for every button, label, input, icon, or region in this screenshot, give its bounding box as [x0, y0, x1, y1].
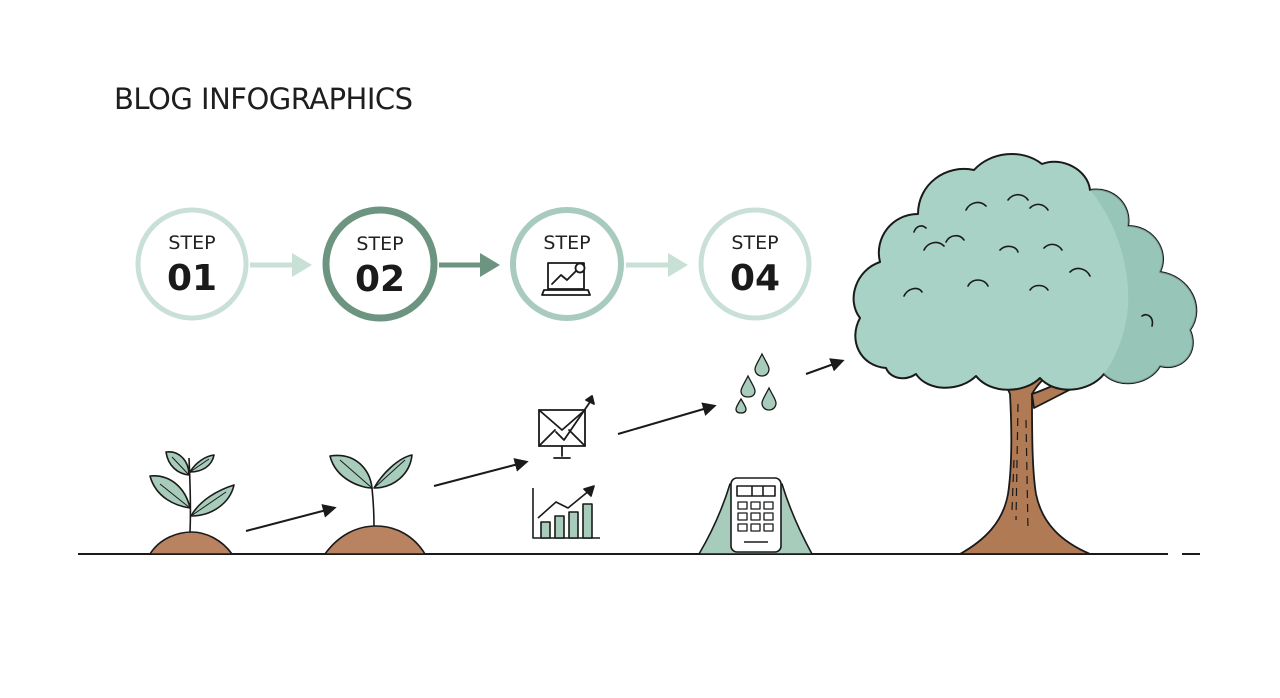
step-4-label: STEP — [731, 232, 778, 254]
step-2: STEP 02 — [322, 206, 438, 322]
tree-foliage-curls — [903, 193, 1154, 327]
connector-arrow-2 — [439, 253, 500, 277]
step-2-label: STEP — [356, 233, 403, 255]
connector-arrow-1 — [250, 253, 312, 277]
step-3-label: STEP — [543, 232, 590, 254]
seedling-icon — [149, 451, 235, 555]
step-1-ring — [135, 207, 249, 321]
step-1-number: 01 — [167, 258, 217, 299]
step-1-label: STEP — [168, 232, 215, 254]
step-3-ring — [510, 207, 624, 321]
calculator-device-icon — [698, 477, 813, 555]
step-2-ring — [322, 206, 438, 322]
step-4-number: 04 — [730, 258, 780, 299]
tree-icon — [852, 153, 1198, 555]
water-drops-icon — [735, 352, 777, 414]
progress-arrow-4 — [805, 358, 845, 375]
step-3: STEP — [510, 207, 624, 321]
progress-arrow-1 — [245, 504, 337, 532]
email-check-icon — [538, 395, 595, 459]
step-2-number: 02 — [355, 259, 405, 300]
step-4: STEP 04 — [698, 207, 812, 321]
progress-arrow-3 — [617, 402, 717, 435]
tree-foliage-shade — [1090, 189, 1197, 384]
page-title: BLOG INFOGRAPHICS — [114, 82, 413, 116]
progress-arrow-2 — [433, 458, 529, 487]
bar-chart-growth-icon — [532, 485, 600, 539]
step-4-ring — [698, 207, 812, 321]
sprout-icon — [324, 454, 426, 555]
laptop-chart-icon — [541, 262, 591, 296]
step-1: STEP 01 — [135, 207, 249, 321]
tree-bark-lines — [1011, 403, 1029, 531]
connector-arrow-3 — [626, 253, 688, 277]
